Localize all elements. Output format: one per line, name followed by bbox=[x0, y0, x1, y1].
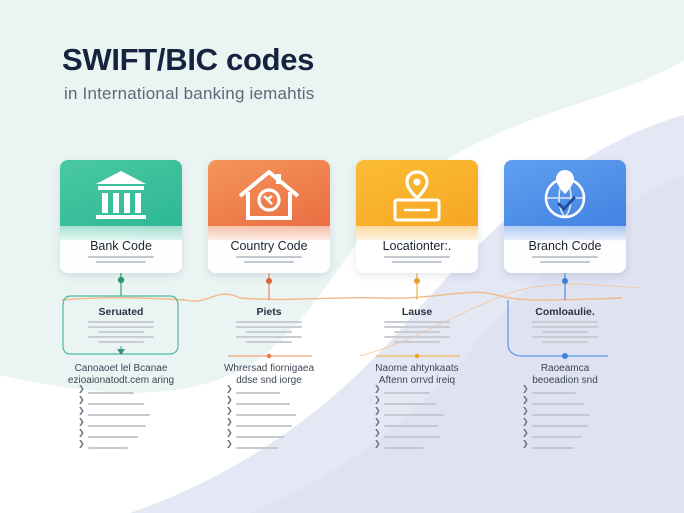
page-subtitle: in International banking iemahtis bbox=[64, 84, 315, 103]
column-location-code: Locationter:. Lause Naome ahtynkaats Aft… bbox=[356, 160, 478, 449]
node-dot-1 bbox=[117, 276, 125, 284]
column-branch-code: Branch Code Comloaulie. Raoeamca beoeadi… bbox=[504, 160, 626, 449]
card-label: Country Code bbox=[230, 239, 308, 253]
section-heading: Whrersad fiornigaea ddse snd iorge bbox=[223, 363, 315, 386]
card-label: Bank Code bbox=[90, 239, 152, 253]
card-branch-code: Branch Code bbox=[504, 160, 626, 273]
node-dot-4 bbox=[562, 278, 568, 284]
location-pin-icon bbox=[393, 170, 441, 222]
connector-arc-4 bbox=[507, 300, 608, 357]
card-country-code: Country Code bbox=[208, 160, 330, 273]
bullet-list: ❯ ❯ ❯ ❯ ❯ ❯ bbox=[78, 384, 178, 450]
node-dot-2 bbox=[266, 278, 272, 284]
section-heading: Naome ahtynkaats Aftenn orrvd ireiq bbox=[375, 363, 459, 386]
card-bank-code: Bank Code bbox=[60, 160, 182, 273]
column-country-code: Country Code Piets Whrersad fiornigaea d… bbox=[208, 160, 330, 449]
box-title: Piets bbox=[256, 306, 282, 318]
page-title: SWIFT/BIC codes bbox=[62, 42, 315, 77]
globe-check-icon bbox=[544, 170, 586, 219]
bank-building-icon bbox=[96, 171, 146, 219]
box-title: Comloaulie. bbox=[535, 306, 595, 318]
node-dot-3 bbox=[414, 278, 420, 284]
column-bank-code: Bank Code Seruated Canoaoet lel Bcanae e… bbox=[60, 160, 182, 449]
card-location-code: Locationter:. bbox=[356, 160, 478, 273]
card-label: Locationter:. bbox=[382, 239, 452, 253]
box-title: Seruated bbox=[98, 306, 144, 318]
card-label: Branch Code bbox=[528, 239, 602, 253]
section-heading: Canoaoet lel Bcanae ezioaionatodt.cem ar… bbox=[67, 363, 175, 386]
bg-mint-wave bbox=[0, 0, 684, 393]
bullet-list: ❯ ❯ ❯ ❯ ❯ ❯ bbox=[374, 384, 474, 450]
house-globe-icon bbox=[238, 170, 300, 220]
bullet-list: ❯ ❯ ❯ ❯ ❯ ❯ bbox=[226, 384, 326, 450]
section-heading: Raoeamca beoeadion snd bbox=[532, 363, 598, 386]
connector-box-1 bbox=[62, 295, 179, 355]
bullet-list: ❯ ❯ ❯ ❯ ❯ ❯ bbox=[522, 384, 622, 450]
flow-line bbox=[61, 291, 623, 302]
box-title: Lause bbox=[401, 306, 433, 318]
